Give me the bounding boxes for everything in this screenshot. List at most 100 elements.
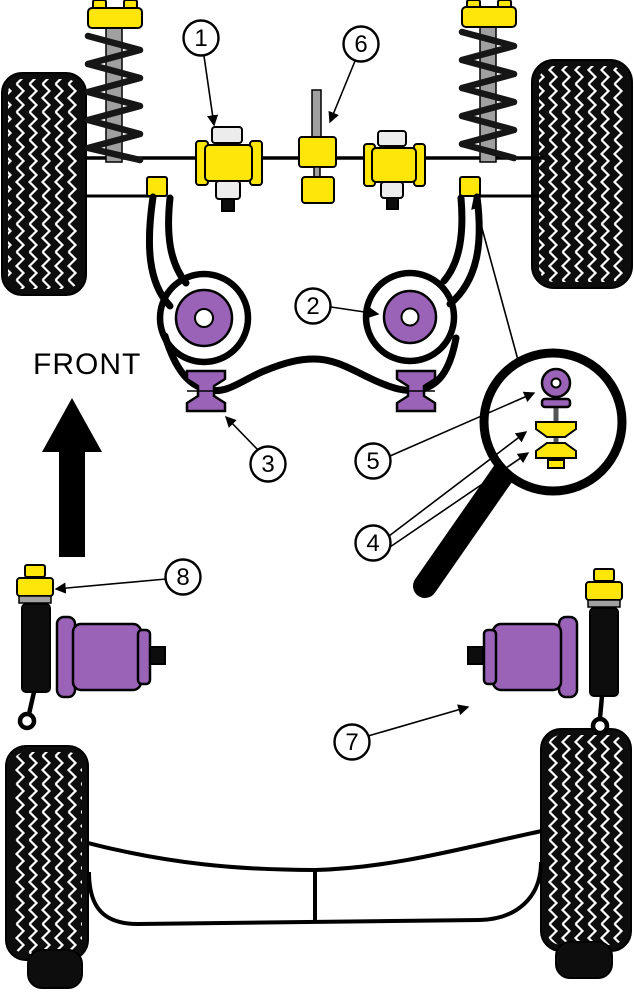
bushing-upper bbox=[298, 136, 337, 168]
spring-coils bbox=[84, 32, 144, 164]
callout-circle bbox=[333, 723, 371, 761]
shock-eye bbox=[590, 716, 610, 736]
arb-link-neck-right-inner bbox=[440, 194, 466, 285]
bolt-head bbox=[211, 126, 243, 144]
bump-stop bbox=[16, 577, 54, 597]
arb-clamp-left bbox=[146, 176, 168, 197]
callouts: 1 6 2 3 5 4 8 7 bbox=[164, 19, 392, 761]
trailing-arm-bushing-right-item7 bbox=[467, 615, 579, 699]
front-direction-arrow bbox=[42, 398, 102, 557]
trailing-arm-bushing-left-item7 bbox=[55, 615, 166, 699]
magnifier-region-line bbox=[471, 197, 519, 361]
front-label: FRONT bbox=[33, 348, 141, 381]
bolt-nut bbox=[149, 646, 166, 665]
bushing-lower bbox=[301, 176, 335, 204]
callout-6: 6 bbox=[342, 25, 380, 63]
arb-eye-bushing-left-item2 bbox=[174, 288, 234, 348]
detail-washer bbox=[540, 397, 572, 409]
callout-circle bbox=[164, 558, 202, 596]
callout-number: 6 bbox=[354, 31, 367, 58]
bump-stop-top bbox=[24, 564, 46, 578]
tire-rear-right bbox=[540, 728, 632, 979]
bushing-body bbox=[491, 622, 563, 692]
callout-number: 7 bbox=[345, 729, 358, 756]
rear-axle-beam bbox=[87, 829, 543, 927]
top-mount-bushing bbox=[87, 7, 143, 29]
callout-number: 4 bbox=[366, 530, 379, 557]
callout-4: 4 bbox=[354, 524, 392, 562]
leader-line-3 bbox=[225, 415, 260, 452]
spring-top-mount-left bbox=[87, 0, 143, 29]
callout-number: 8 bbox=[176, 564, 189, 591]
callout-1: 1 bbox=[182, 19, 220, 57]
callout-number: 1 bbox=[194, 25, 207, 52]
callout-circle bbox=[342, 25, 380, 63]
spring-coils bbox=[458, 28, 518, 162]
magnifier bbox=[413, 348, 627, 598]
detail-nut bbox=[547, 459, 565, 469]
callout-circle bbox=[294, 287, 332, 325]
leader-lines bbox=[54, 55, 536, 737]
callout-8: 8 bbox=[164, 558, 202, 596]
arb-link-loop-right bbox=[362, 269, 458, 365]
shock-body bbox=[589, 607, 619, 697]
stud-rod bbox=[311, 89, 322, 141]
bushing-body bbox=[371, 147, 417, 183]
callout-2: 2 bbox=[294, 287, 332, 325]
detail-bushing-top-item4 bbox=[535, 421, 577, 438]
callout-3: 3 bbox=[249, 445, 287, 483]
tire-tread bbox=[12, 752, 82, 954]
leader-line-8 bbox=[54, 578, 167, 594]
callout-5: 5 bbox=[354, 442, 392, 480]
tire-front-left bbox=[1, 72, 87, 296]
mount-bushing-left-item1 bbox=[195, 126, 263, 212]
hub-pad bbox=[555, 941, 613, 979]
top-mount-bushing bbox=[461, 6, 517, 28]
shock-eye bbox=[17, 711, 37, 731]
spacer bbox=[313, 166, 321, 178]
detail-ring-bore bbox=[550, 377, 562, 389]
bolt-nut bbox=[467, 646, 484, 665]
mount-bolt-center-item6 bbox=[298, 89, 337, 204]
leader-line-2 bbox=[330, 306, 380, 319]
coil-spring-left bbox=[84, 25, 144, 164]
leader-line-7 bbox=[367, 704, 470, 737]
callout-number: 5 bbox=[366, 448, 379, 475]
magnified-detail bbox=[535, 367, 577, 469]
bushing-body bbox=[71, 622, 143, 692]
magnifier-handle bbox=[413, 459, 517, 598]
callout-circle bbox=[354, 524, 392, 562]
callout-circle bbox=[249, 445, 287, 483]
beam-bottom-edge bbox=[87, 861, 543, 927]
shock-rod bbox=[597, 695, 605, 719]
arb-link-neck-right-outer bbox=[446, 193, 483, 308]
tire-tread bbox=[539, 66, 625, 282]
bolt-tip bbox=[386, 197, 399, 210]
bolt-head bbox=[377, 130, 407, 147]
spring-top-mount-right bbox=[461, 0, 517, 28]
callout-number: 3 bbox=[261, 451, 274, 478]
sleeve bbox=[380, 181, 404, 199]
bushing-bore bbox=[400, 307, 420, 327]
shock-absorber-left bbox=[16, 564, 54, 731]
shock-body bbox=[21, 603, 51, 693]
washer bbox=[587, 599, 621, 608]
hub-pad bbox=[27, 949, 83, 989]
leader-line-4b bbox=[389, 452, 530, 548]
tire-tread bbox=[8, 79, 80, 289]
detail-bushing-bottom-item4 bbox=[535, 442, 577, 459]
inner-cap bbox=[482, 628, 498, 686]
arb-link-loop-left bbox=[156, 270, 252, 366]
callout-7: 7 bbox=[333, 723, 371, 761]
bump-stop bbox=[585, 581, 623, 601]
callout-circle bbox=[354, 442, 392, 480]
bushing-bore bbox=[194, 308, 214, 328]
arb-link-neck-left-inner bbox=[165, 194, 190, 287]
arb-mount-bushing-right-item3 bbox=[395, 369, 437, 413]
sleeve bbox=[215, 180, 241, 200]
tire-front-right bbox=[531, 59, 633, 289]
arb-eye-bushing-right-item2 bbox=[382, 289, 438, 345]
shock-rod bbox=[26, 691, 37, 715]
callout-circle bbox=[182, 19, 220, 57]
